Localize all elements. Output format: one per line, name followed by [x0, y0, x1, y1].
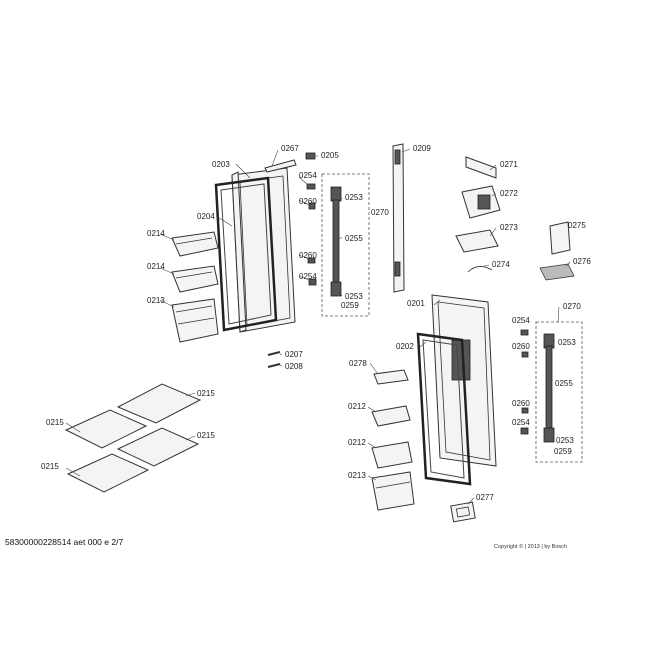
label-0260-right-lower: 0260 [512, 399, 530, 408]
hinge-cap-bottom [308, 278, 317, 286]
label-0273: 0273 [500, 223, 518, 232]
hinge-pin-right-top [521, 351, 529, 358]
label-0259-right: 0259 [554, 447, 572, 456]
label-0271: 0271 [500, 160, 518, 169]
label-0267: 0267 [281, 144, 299, 153]
hinge-pin-top [308, 202, 316, 210]
leader-lines [65, 148, 571, 505]
hinge-pin-bottom [307, 257, 316, 264]
hinge-cap-right-top [520, 329, 529, 336]
label-0277: 0277 [476, 493, 494, 502]
label-0270-right: 0270 [563, 302, 581, 311]
screw-2 [267, 363, 281, 368]
handle-right [543, 333, 555, 443]
glass-shelf-2 [64, 409, 148, 449]
top-trim [264, 159, 297, 173]
glass-shelf-4 [66, 453, 150, 493]
label-0260: 0260 [299, 197, 317, 206]
label-0209: 0209 [413, 144, 431, 153]
label-0270: 0270 [371, 208, 389, 217]
label-0204: 0204 [197, 212, 215, 221]
door-bin-1 [171, 231, 219, 257]
label-0254-right-lower: 0254 [512, 418, 530, 427]
door-strip [392, 143, 405, 293]
door-bin-5 [371, 441, 413, 469]
screw-1 [267, 351, 281, 356]
label-0276: 0276 [573, 257, 591, 266]
glass-shelf-3 [116, 427, 200, 467]
label-0203: 0203 [212, 160, 230, 169]
label-0253-right: 0253 [558, 338, 576, 347]
right-door-gasket [416, 332, 472, 486]
dispenser-plate [455, 229, 499, 253]
label-0205: 0205 [321, 151, 339, 160]
label-0202: 0202 [396, 342, 414, 351]
label-0214-second: 0214 [147, 262, 165, 271]
label-0212: 0212 [348, 402, 366, 411]
dispenser-spring [467, 266, 493, 273]
label-0214: 0214 [147, 229, 165, 238]
label-0255-right: 0255 [555, 379, 573, 388]
handle-kit-box-right [535, 321, 583, 463]
label-0215-d: 0215 [41, 462, 59, 471]
handle-kit-box-left [321, 173, 370, 317]
door-bin-3 [171, 298, 219, 343]
label-0260-right: 0260 [512, 342, 530, 351]
filter-cover [549, 221, 571, 255]
door-bin-6 [371, 471, 415, 511]
left-door-body [231, 167, 296, 333]
label-0215-c: 0215 [197, 431, 215, 440]
label-0208: 0208 [285, 362, 303, 371]
label-0255: 0255 [345, 234, 363, 243]
door-bin-4 [371, 405, 411, 427]
document-id: 58300000228514 aet 000 e 2/7 [5, 537, 124, 547]
shelf-rail [373, 369, 409, 385]
label-0212-second: 0212 [348, 438, 366, 447]
drip-tray [539, 263, 575, 281]
label-0253-right-lower: 0253 [556, 436, 574, 445]
label-0253-lower: 0253 [345, 292, 363, 301]
hinge-cap-top [306, 183, 316, 190]
label-0272: 0272 [500, 189, 518, 198]
dispenser-tray [450, 501, 476, 523]
small-cap [305, 152, 316, 160]
dispenser-module [461, 185, 501, 219]
label-0275: 0275 [568, 221, 586, 230]
part-labels: 0267 0205 0203 0254 0253 0260 0270 0204 … [41, 144, 591, 502]
glass-shelf-1 [116, 383, 202, 424]
label-0259: 0259 [341, 301, 359, 310]
hinge-cap-right-bottom [520, 427, 529, 435]
label-0201: 0201 [407, 299, 425, 308]
label-0254-right: 0254 [512, 316, 530, 325]
label-0253: 0253 [345, 193, 363, 202]
left-door-gasket [214, 176, 278, 332]
label-0278: 0278 [349, 359, 367, 368]
door-bin-2 [171, 265, 219, 293]
label-0207: 0207 [285, 350, 303, 359]
label-0215-a: 0215 [197, 389, 215, 398]
label-0260-lower: 0260 [299, 251, 317, 260]
label-0213: 0213 [147, 296, 165, 305]
label-0254: 0254 [299, 171, 317, 180]
hinge-pin-right-bottom [521, 407, 529, 414]
label-0274: 0274 [492, 260, 510, 269]
dispenser-trim [465, 156, 497, 179]
label-0254-lower: 0254 [299, 272, 317, 281]
copyright-notice: Copyright © | 2013 | by Bosch [494, 544, 567, 550]
label-0213-right: 0213 [348, 471, 366, 480]
handle-left [330, 186, 342, 297]
label-0215-b: 0215 [46, 418, 64, 427]
